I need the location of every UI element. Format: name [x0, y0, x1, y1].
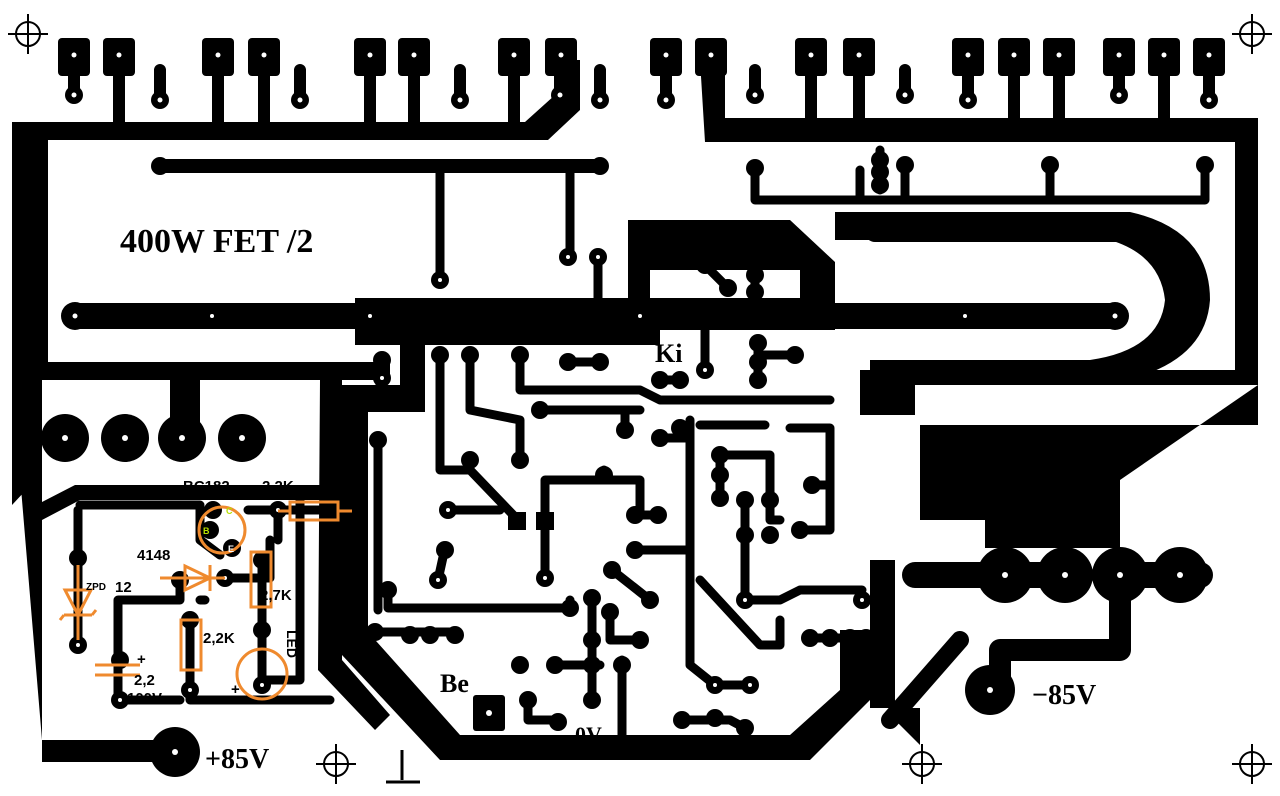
output-pads — [58, 38, 1225, 128]
label-led: LED — [284, 630, 300, 658]
drill-holes — [62, 52, 1212, 755]
label-bc182: BC182 — [183, 478, 230, 495]
registration-mark-icon — [8, 14, 48, 54]
label-cap-voltage: 100V — [127, 690, 162, 707]
registration-mark-icon — [902, 744, 942, 784]
component-pads — [61, 151, 1214, 737]
label-minus-85v: −85V — [1032, 680, 1096, 711]
label-pin-e: E — [228, 544, 234, 554]
label-zener-value: 12 — [115, 579, 132, 596]
label-plus-85v: +85V — [205, 744, 269, 775]
label-r-mid: 2,7K — [260, 587, 292, 604]
registration-mark-icon — [1232, 14, 1272, 54]
label-cap-value: 2,2 — [134, 672, 155, 689]
registration-mark-icon — [316, 744, 356, 784]
registration-marks — [8, 14, 1272, 784]
label-r-top: 2,2K — [262, 478, 294, 495]
transistor-outline — [197, 505, 247, 555]
registration-mark-icon — [1232, 744, 1272, 784]
label-pin-b: B — [203, 526, 210, 536]
zener-diode-icon — [58, 565, 98, 640]
label-ground: 0V — [575, 722, 602, 747]
silkscreen-outlines — [58, 500, 352, 701]
label-pin-c: C — [226, 506, 233, 516]
board-title: 400W FET /2 — [120, 223, 313, 260]
led-outline — [235, 647, 289, 701]
resistor-outline-mid — [249, 550, 273, 609]
capacitor-icon — [95, 663, 140, 677]
label-led-plus: + — [231, 681, 240, 698]
label-4148: 4148 — [137, 547, 170, 564]
label-zener-prefix: ZPD — [86, 582, 106, 593]
resistor-outline-bottom — [179, 618, 203, 672]
diode-4148-icon — [160, 563, 225, 593]
label-r-bottom: 2,2K — [203, 630, 235, 647]
label-ki: Ki — [655, 339, 682, 368]
copper-traces — [12, 60, 1258, 777]
label-be: Be — [440, 669, 469, 698]
label-cap-plus: + — [137, 651, 146, 668]
ground-symbol-icon — [386, 750, 420, 784]
